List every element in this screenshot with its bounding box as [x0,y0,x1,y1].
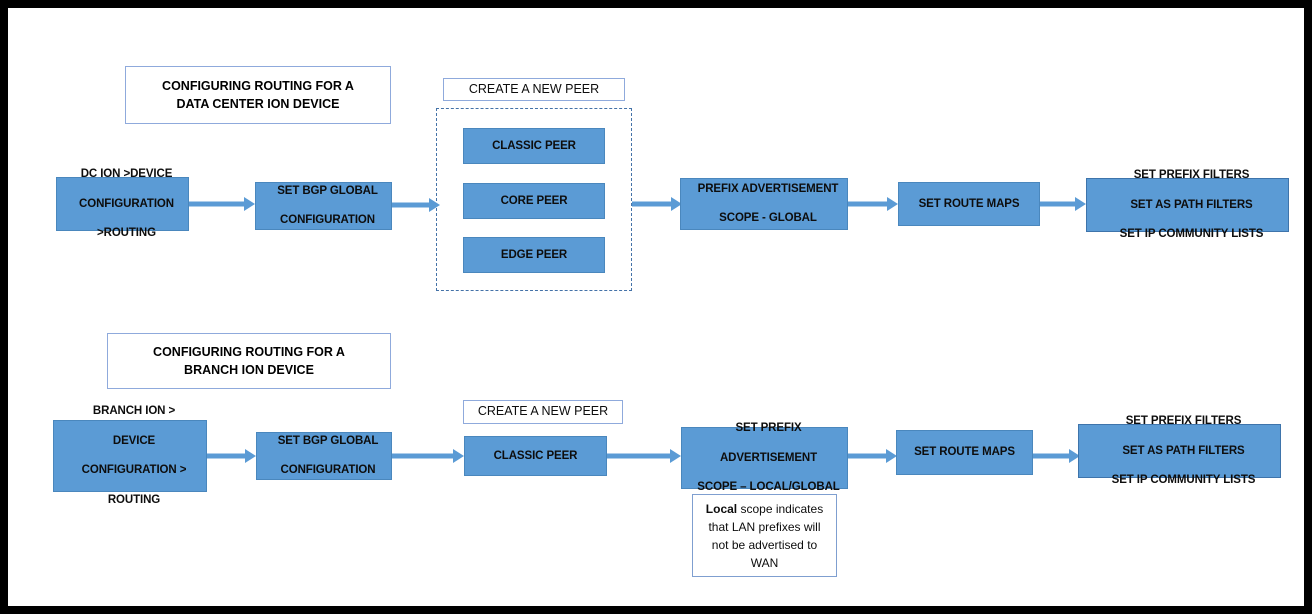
node-dc-core-peer[interactable]: CORE PEER [463,183,605,219]
node-dc-classic-peer[interactable]: CLASSIC PEER [463,128,605,164]
arrow-branch-peer-to-scope [607,448,681,464]
node-branch-entry-line4: ROUTING [107,493,161,506]
section-title-branch-line2: BRANCH ION DEVICE [184,363,314,377]
arrow-shaft [1033,453,1069,459]
node-dc-edge-peer[interactable]: EDGE PEER [463,237,605,273]
arrow-dc-routemaps-to-filters [1040,196,1086,212]
node-branch-classic-peer[interactable]: CLASSIC PEER [464,436,607,476]
node-dc-scope-line2: SCOPE - GLOBAL [719,212,817,225]
arrow-head [244,197,255,211]
arrow-head [1069,449,1080,463]
arrow-dc-entry-to-bgp [189,196,255,212]
arrow-head [887,197,898,211]
node-dc-route-maps-label: SET ROUTE MAPS [918,197,1020,210]
node-dc-entry[interactable]: DC ION >DEVICE CONFIGURATION >ROUTING [56,168,189,239]
node-dc-core-peer-label: CORE PEER [500,194,568,207]
arrow-shaft [392,453,453,459]
node-branch-scope-line3: SCOPE – LOCAL/GLOBAL [697,481,840,494]
group-label-create-new-peer-branch-text: CREATE A NEW PEER [477,404,609,419]
arrow-shaft [607,453,670,459]
node-branch-entry-line2: DEVICE [112,434,156,447]
node-branch-bgp-line2: CONFIGURATION [280,464,376,477]
arrow-shaft [1040,201,1075,207]
node-dc-classic-peer-label: CLASSIC PEER [492,139,576,152]
node-dc-filters[interactable]: SET PREFIX FILTERS SET AS PATH FILTERS S… [1086,169,1289,240]
node-branch-bgp-global-config[interactable]: SET BGP GLOBAL CONFIGURATION [256,432,392,480]
arrow-branch-bgp-to-peer [392,448,464,464]
arrow-shaft [189,201,244,207]
section-title-data-center-line2: DATA CENTER ION DEVICE [176,97,340,111]
section-title-data-center: CONFIGURING ROUTING FOR A DATA CENTER IO… [125,66,391,124]
arrow-dc-peers-to-scope [632,196,682,212]
note-local-scope-text: scope indicates that LAN prefixes will n… [708,501,824,570]
arrow-shaft [632,201,671,207]
node-dc-filters-line1: SET PREFIX FILTERS [1133,169,1250,182]
node-dc-route-maps[interactable]: SET ROUTE MAPS [898,182,1040,226]
node-branch-filters-line1: SET PREFIX FILTERS [1125,415,1242,428]
node-branch-entry-line3: CONFIGURATION > [81,464,187,477]
node-dc-entry-line2: CONFIGURATION [79,197,174,210]
node-branch-scope-line2: ADVERTISEMENT [719,451,818,464]
node-dc-bgp-line1: SET BGP GLOBAL [277,184,378,197]
section-title-branch: CONFIGURING ROUTING FOR A BRANCH ION DEV… [107,333,391,389]
arrow-head [886,449,897,463]
arrow-shaft [848,201,887,207]
node-dc-scope-line1: PREFIX ADVERTISEMENT [697,182,839,195]
node-branch-filters[interactable]: SET PREFIX FILTERS SET AS PATH FILTERS S… [1078,415,1281,486]
arrow-head [671,197,682,211]
node-branch-entry[interactable]: BRANCH ION > DEVICE CONFIGURATION > ROUT… [53,405,207,506]
node-dc-filters-line3: SET IP COMMUNITY LISTS [1119,228,1264,241]
arrow-dc-bgp-to-peers [392,197,440,213]
node-branch-scope-line1: SET PREFIX [735,422,802,435]
arrow-shaft [848,453,886,459]
arrow-head [453,449,464,463]
section-title-data-center-line1: CONFIGURING ROUTING FOR A [162,78,354,93]
group-label-create-new-peer-dc: CREATE A NEW PEER [443,78,625,101]
section-title-branch-line1: CONFIGURING ROUTING FOR A [153,344,345,359]
note-local-scope-keyword: Local [705,501,738,516]
node-dc-edge-peer-label: EDGE PEER [500,248,568,261]
node-dc-entry-line1: DC ION >DEVICE [80,168,173,181]
arrow-dc-scope-to-routemaps [848,196,898,212]
arrow-head [429,198,440,212]
node-branch-route-maps[interactable]: SET ROUTE MAPS [896,430,1033,475]
node-dc-filters-line2: SET AS PATH FILTERS [1130,198,1253,211]
note-local-scope: Local scope indicates that LAN prefixes … [692,494,837,577]
arrow-branch-entry-to-bgp [207,448,256,464]
group-label-create-new-peer-dc-text: CREATE A NEW PEER [468,81,600,96]
node-dc-bgp-global-config[interactable]: SET BGP GLOBAL CONFIGURATION [255,182,392,230]
node-dc-entry-line3: >ROUTING [97,227,156,240]
node-branch-entry-line1: BRANCH ION > [92,405,176,418]
node-branch-prefix-scope[interactable]: SET PREFIX ADVERTISEMENT SCOPE – LOCAL/G… [681,422,848,493]
node-branch-classic-peer-label: CLASSIC PEER [493,449,578,462]
node-branch-filters-line2: SET AS PATH FILTERS [1122,444,1245,457]
node-dc-prefix-scope[interactable]: PREFIX ADVERTISEMENT SCOPE - GLOBAL [680,178,848,230]
node-branch-bgp-line1: SET BGP GLOBAL [277,434,379,447]
arrow-shaft [392,202,429,208]
node-branch-route-maps-label: SET ROUTE MAPS [914,446,1015,459]
arrow-head [245,449,256,463]
group-label-create-new-peer-branch: CREATE A NEW PEER [463,400,623,424]
arrow-head [1075,197,1086,211]
node-dc-bgp-line2: CONFIGURATION [280,214,375,227]
arrow-shaft [207,453,245,459]
node-branch-filters-line3: SET IP COMMUNITY LISTS [1111,474,1256,487]
diagram-canvas: CONFIGURING ROUTING FOR A DATA CENTER IO… [8,8,1304,606]
arrow-head [670,449,681,463]
arrow-branch-routemaps-to-filters [1033,448,1080,464]
arrow-branch-scope-to-routemaps [848,448,897,464]
